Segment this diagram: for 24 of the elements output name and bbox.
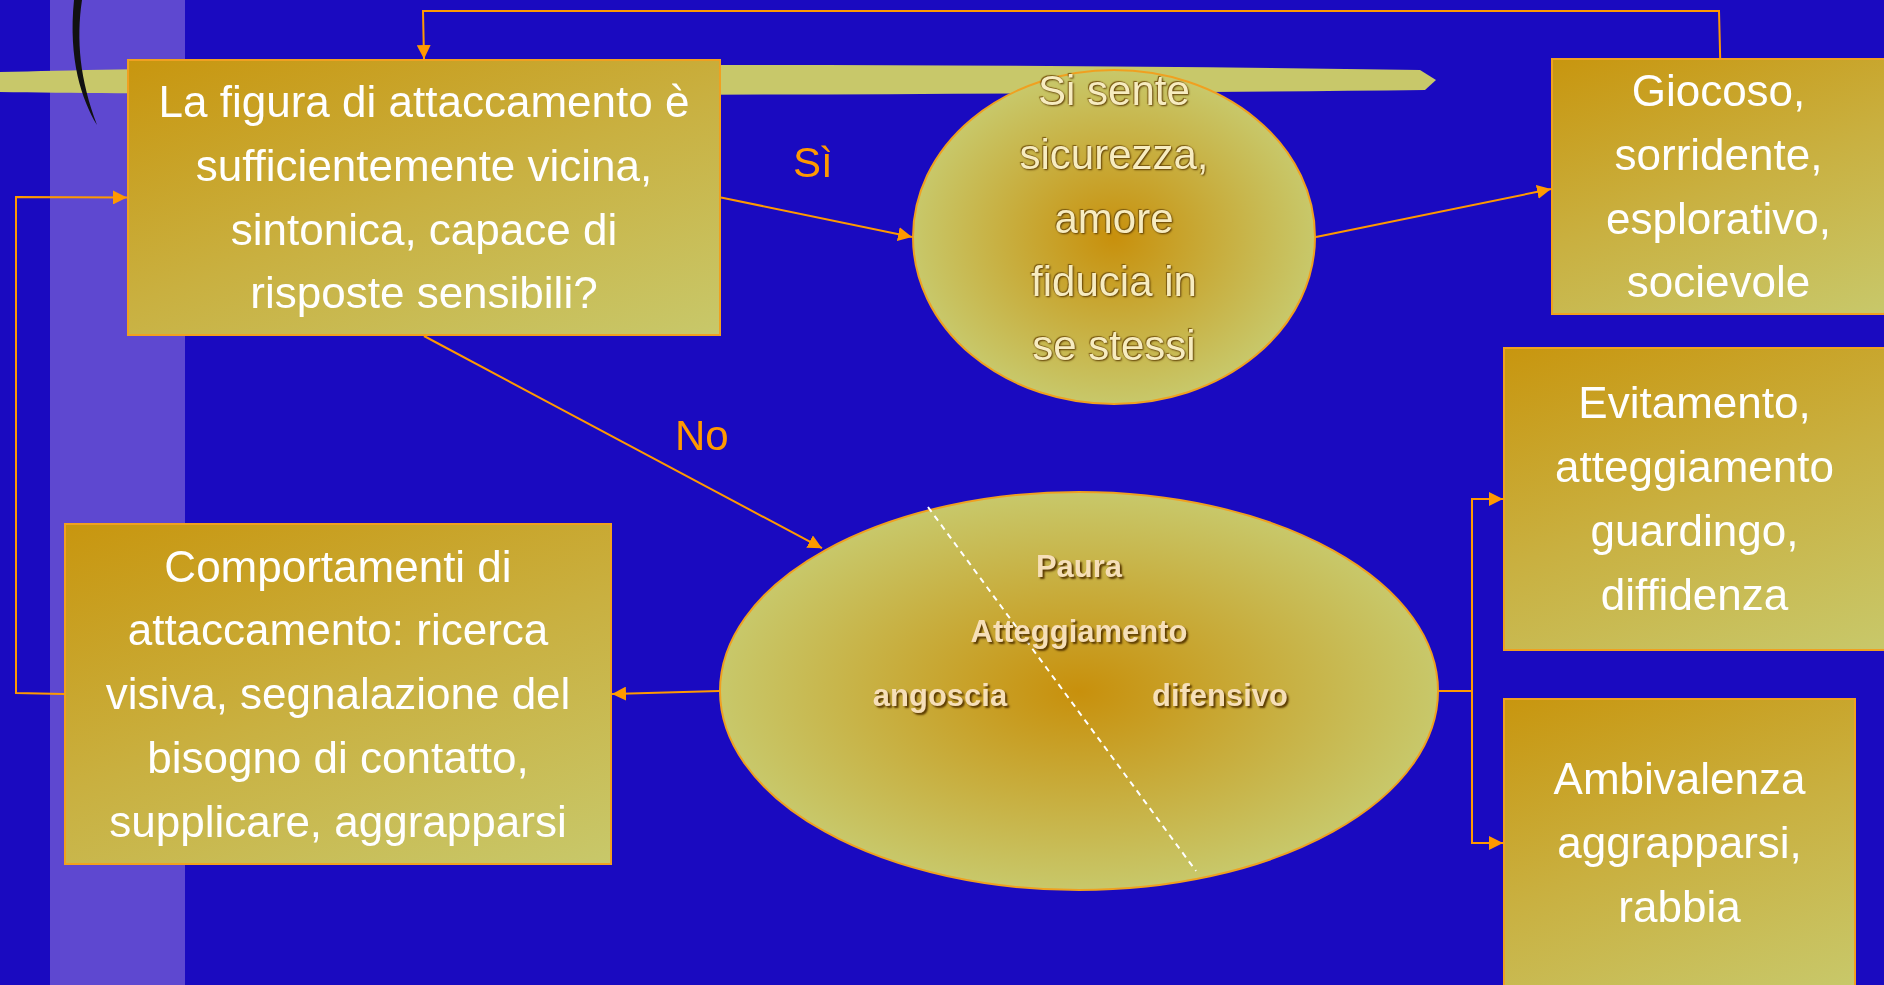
ellipse-text: difensivo (1151, 678, 1289, 714)
box-text: Ambivalenza aggrapparsi, rabbia (1552, 753, 1807, 933)
arrow (423, 335, 823, 550)
ellipse-text: Paura (1035, 549, 1123, 585)
ellipse-node (912, 69, 1316, 405)
text-box (1503, 698, 1856, 985)
ellipse-text: angoscia (872, 678, 1008, 714)
text-box (64, 523, 612, 865)
ellipse-text: Si sente sicurezza, amore fiducia in se stessi (1018, 66, 1210, 372)
text-box (1551, 58, 1884, 315)
arrow (15, 190, 128, 695)
text-box (1503, 347, 1884, 651)
ellipse-text: Atteggiamento (970, 614, 1188, 650)
box-text: Giocoso, sorridente, esplorativo, socievole (1605, 64, 1832, 309)
text-box (127, 59, 721, 336)
arrow (416, 10, 1722, 60)
box-text: La figura di attaccamento è sufficientemente vicina, sintonica, capace di risposte sensibili? (157, 75, 691, 320)
arrow (611, 686, 720, 701)
box-text: Evitamento, atteggiamento guardingo, diffidenza (1554, 377, 1835, 621)
arrow (720, 196, 913, 241)
arrow (1438, 690, 1504, 850)
ellipse-node (719, 491, 1439, 891)
box-text: Comportamenti di attaccamento: ricerca visiva, segnalazione del bisogno di contatto, supplicare, aggrapparsi (104, 540, 572, 848)
arrow (1315, 185, 1552, 238)
